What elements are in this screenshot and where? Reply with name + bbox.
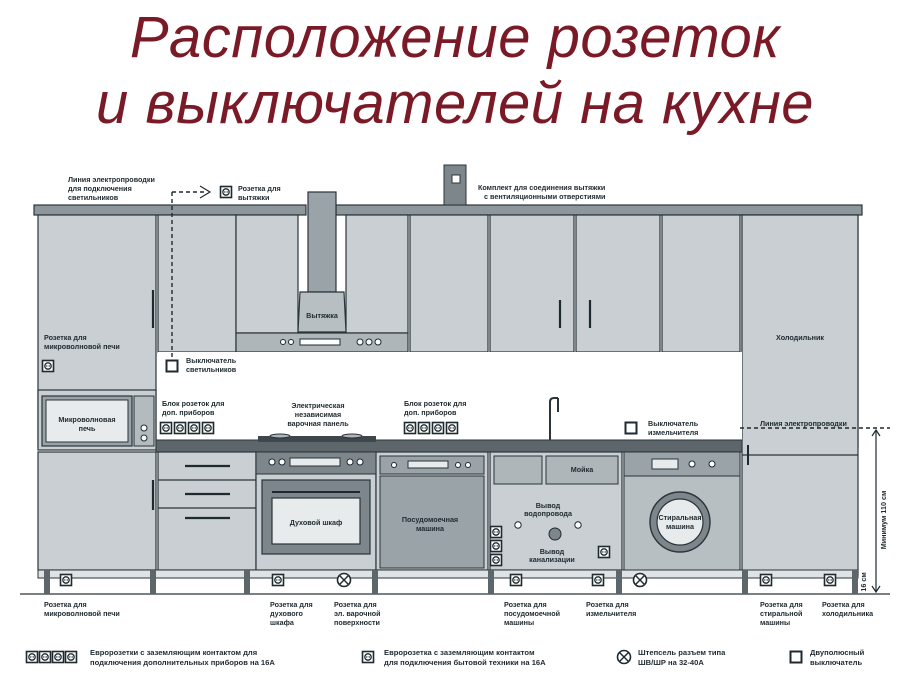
microwave-socket-upper-label-1: Розетка для [44,333,87,342]
sewer-label-1: Вывод [540,547,565,556]
bottom-grinder-label-2: измельчителя [586,609,636,618]
bottom-fridge-label-1: Розетка для [822,600,865,609]
grinder-switch-label-1: Выключатель [648,419,699,428]
hood-socket [219,185,233,199]
oven-socket [271,573,285,587]
light-switch-label-2: светильников [186,365,237,374]
legend-item-1-line-2: подключения дополнительных приборов на 1… [90,658,275,667]
microwave-upper-socket [41,359,55,373]
legend-item-3-line-1: Штепсель разъем типа [638,648,726,657]
sewer-label-2: канализации [529,555,575,564]
sink [545,455,619,485]
hood-duct [307,191,337,293]
bottom-oven-label-3: шкафа [270,618,295,627]
light-wiring-label-1: Линия электропроводки [68,175,155,184]
light-wiring-label-2: для подключения [68,184,132,193]
vent-kit-label-1: Комплект для соединения вытяжки [478,183,605,192]
title-line-1: Расположение розеток [129,5,781,70]
euro-socket-icon [361,650,375,664]
dishwasher-socket [489,525,503,567]
water-supply-label-2: водопровода [524,509,573,518]
light-wiring-label-3: светильников [68,193,119,202]
grinder-socket [597,545,611,559]
legend-item-2-line-2: для подключения бытовой техники на 16А [384,658,546,667]
bottom-washer-label-1: Розетка для [760,600,803,609]
bottom-oven-label-2: духового [270,609,304,618]
hob-label-1: Электрическая [291,401,344,410]
vent-kit-label-2: с вентиляционными отверстиями [484,192,605,201]
hood-socket-label-2: вытяжки [238,193,269,202]
min-height-label: Минимум 110 см [879,491,888,550]
microwave-socket-upper-label-2: микроволновой печи [44,342,120,351]
fridge-socket [759,573,773,587]
fridge-socket-2 [823,573,837,587]
aux-block-left-label-1: Блок розеток для [162,399,224,408]
grinder-floor-socket [591,573,605,587]
aux-block-right-label-1: Блок розеток для [404,399,466,408]
hood [297,291,347,333]
countertop [155,439,743,453]
bottom-grinder-label-1: Розетка для [586,600,629,609]
bottom-hob-label-3: поверхности [334,618,380,627]
legend-item-4-line-1: Двуполюсный [810,648,865,657]
dishwasher-floor-socket [509,573,523,587]
title-line-2: и выключателей на кухне [95,71,815,136]
grinder-switch-label-2: измельчителя [648,428,698,437]
light-switch-small [624,421,638,435]
bottom-washer-label-2: стиральной [760,609,802,618]
microwave-label-2: печь [79,424,96,433]
aux-block-left-label-2: доп. приборов [162,408,215,417]
bottom-dishwasher-label-2: посудомоечной [504,609,560,618]
washer-label-1: Стиральная [658,513,701,522]
upper-cornice-right [335,204,863,216]
legend-item-3-line-2: ШВ/ШР на 32-40А [638,658,704,667]
light-switch-label-1: Выключатель [186,356,237,365]
light-switch [165,359,179,373]
hob [258,436,376,442]
oven-label: Духовой шкаф [290,518,343,527]
triple-euro-socket-icon [25,650,78,664]
bottom-microwave-label-2: микроволновой печи [44,609,120,618]
hood-label: Вытяжка [306,311,339,320]
hob-label-2: независимая [295,410,341,419]
fridge-label: Холодильник [776,333,824,342]
water-supply-label-1: Вывод [536,501,561,510]
dishwasher [379,475,485,569]
bottom-washer-label-3: машины [760,618,790,627]
fridge [741,214,859,576]
legend: Евророзетки с заземляющим контактом для … [25,648,865,667]
kitchen-diagram: Вытяжка Холодильник Микроволновая печь [20,164,890,667]
legend-item-4-line-2: выключатель [810,658,862,667]
bottom-fridge-label-2: холодильника [822,609,874,618]
bottom-oven-label-1: Розетка для [270,600,313,609]
legend-item-1-line-1: Евророзетки с заземляющим контактом для [90,648,257,657]
bottom-dishwasher-label-3: машины [504,618,534,627]
small-height-label: 16 см [859,572,868,591]
legend-item-2-line-1: Евророзетка с заземляющим контактом [384,648,535,657]
washer-label-2: машина [666,522,695,531]
hob-label-3: варочная панель [287,419,349,428]
microwave-label-1: Микроволновая [58,415,115,424]
page-title: Расположение розеток и выключателей на к… [0,0,910,170]
bottom-microwave-label-1: Розетка для [44,600,87,609]
sink-label: Мойка [571,465,594,474]
wiring-line-label: Линия электропроводки [760,419,847,428]
hood-socket-label-1: Розетка для [238,184,281,193]
bottom-hob-label-2: эл. варочной [334,609,381,618]
hob-plug [336,572,352,588]
sewer-outlet [548,527,562,541]
microwave-socket [59,573,73,587]
bottom-hob-label-1: Розетка для [334,600,377,609]
upper-cornice [33,204,307,216]
power-plug-icon [616,649,632,665]
aux-block-right-label-2: доп. приборов [404,408,457,417]
washer-plug [632,572,648,588]
bottom-dishwasher-label-1: Розетка для [504,600,547,609]
dishwasher-label-2: машина [416,524,445,533]
dishwasher-label-1: Посудомоечная [402,515,458,524]
double-pole-switch-icon [789,650,803,664]
